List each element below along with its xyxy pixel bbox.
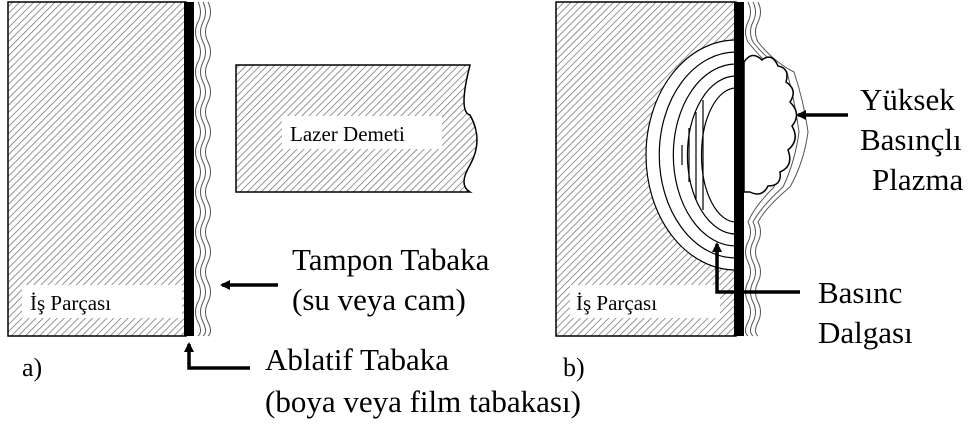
laser-label-box	[282, 116, 442, 149]
buffer-label-line2: (su veya cam)	[292, 282, 466, 317]
plasma-label-line2: Basınçlı	[860, 122, 962, 157]
workpiece-label-box-a	[22, 285, 182, 318]
wave-label-line1: Basınc	[818, 275, 902, 310]
workpiece-label-a: İş Parçası	[30, 291, 111, 315]
plasma-label-line3: Plazma	[872, 162, 963, 197]
ablative-layer-a	[184, 2, 194, 336]
pressure-wave-arcs	[645, 39, 737, 271]
panel-b: İş Parçası Yüksek Basınçlı Plazma Basınc…	[555, 1, 963, 382]
ablative-label-line1: Ablatif Tabaka	[265, 342, 449, 377]
buffer-layer-b	[745, 1, 809, 337]
workpiece-block-a	[7, 1, 187, 337]
workpiece-label-b: İş Parçası	[576, 291, 657, 315]
plasma-label-line1: Yüksek	[860, 82, 955, 117]
wave-label-line2: Dalgası	[818, 315, 913, 350]
buffer-label-line1: Tampon Tabaka	[292, 242, 490, 277]
workpiece-label-box-b	[570, 285, 720, 318]
buffer-layer-a	[195, 1, 211, 337]
pressure-wave-arrow	[712, 242, 800, 294]
panel-a-letter: a)	[22, 353, 42, 382]
laser-label: Lazer Demeti	[290, 122, 405, 146]
ablative-label-line2: (boya veya film tabakası)	[265, 384, 581, 419]
panel-b-letter: b)	[563, 353, 585, 382]
ablative-arrow	[184, 342, 250, 370]
ablative-layer-b	[734, 2, 744, 336]
panel-a: İş Parçası Lazer Demeti Tampon Tabaka (s…	[7, 1, 581, 419]
